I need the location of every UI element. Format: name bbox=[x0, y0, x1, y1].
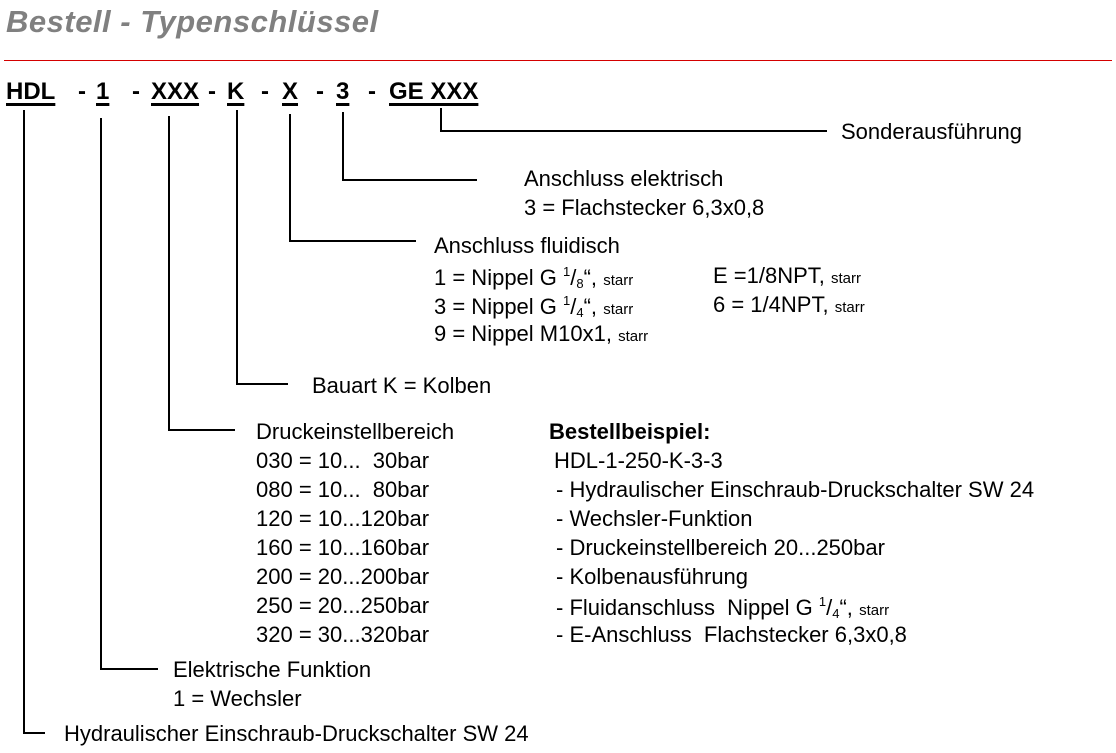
code-seg-type: K bbox=[227, 78, 245, 105]
label-anschluss-fluidisch: Anschluss fluidisch bbox=[434, 233, 620, 258]
option-pressure: 030 = 10... 30bar bbox=[256, 448, 430, 473]
code-seg-fluid: X bbox=[282, 78, 299, 105]
example-code: HDL-1-250-K-3-3 bbox=[554, 448, 723, 473]
connector-type-h bbox=[236, 383, 288, 385]
option-pressure: 320 = 30...320bar bbox=[256, 622, 430, 647]
label-sonderausfuehrung: Sonderausführung bbox=[841, 119, 1023, 144]
connector-pressure bbox=[168, 116, 170, 431]
option-fluid-e: E =1/8NPT, starr bbox=[713, 263, 862, 288]
option-fluid-3: 3 = Nippel G 1/4“, starr bbox=[434, 293, 634, 320]
option-pressure: 200 = 20...200bar bbox=[256, 564, 430, 589]
example-line: - E-Anschluss Flachstecker 6,3x0,8 bbox=[556, 622, 907, 647]
connector-function bbox=[100, 118, 102, 670]
connector-function-h bbox=[100, 668, 158, 670]
label-anschluss-elektrisch: Anschluss elektrisch bbox=[524, 166, 724, 191]
page-title: Bestell - Typenschlüssel bbox=[6, 4, 379, 39]
label-elektrische-funktion: Elektrische Funktion bbox=[173, 657, 372, 682]
example-line: - Hydraulischer Einschraub-Druckschalter… bbox=[556, 477, 1035, 502]
connector-hdl-h bbox=[23, 732, 45, 734]
option-fluid-9: 9 = Nippel M10x1, starr bbox=[434, 321, 649, 346]
option-elektrisch: 3 = Flachstecker 6,3x0,8 bbox=[524, 195, 765, 220]
code-seg-function: 1 bbox=[96, 78, 110, 105]
label-bauart: Bauart K = Kolben bbox=[312, 373, 492, 398]
connector-special bbox=[440, 108, 442, 132]
option-pressure: 080 = 10... 80bar bbox=[256, 477, 430, 502]
option-funktion: 1 = Wechsler bbox=[173, 686, 302, 711]
example-heading: Bestellbeispiel: bbox=[549, 419, 711, 444]
connector-type bbox=[236, 110, 238, 385]
example-line: - Wechsler-Funktion bbox=[556, 506, 753, 531]
code-sep: - bbox=[316, 78, 324, 105]
example-line: - Druckeinstellbereich 20...250bar bbox=[556, 535, 885, 560]
option-fluid-6: 6 = 1/4NPT, starr bbox=[713, 292, 865, 317]
connector-special-h bbox=[440, 130, 827, 132]
code-seg-hdl: HDL bbox=[6, 78, 56, 105]
code-sep: - bbox=[368, 78, 376, 105]
title-rule bbox=[4, 60, 1112, 61]
label-typ: Hydraulischer Einschraub-Druckschalter S… bbox=[64, 721, 529, 746]
connector-electric bbox=[342, 112, 344, 181]
example-line: - Fluidanschluss Nippel G 1/4“, starr bbox=[556, 594, 890, 621]
code-seg-special: GE XXX bbox=[389, 78, 479, 105]
option-fluid-1: 1 = Nippel G 1/8“, starr bbox=[434, 264, 634, 291]
connector-pressure-h bbox=[168, 429, 235, 431]
connector-fluid-h bbox=[289, 240, 416, 242]
code-seg-pressure: XXX bbox=[151, 78, 200, 105]
code-sep: - bbox=[261, 78, 269, 105]
code-sep: - bbox=[78, 78, 86, 105]
code-seg-electric: 3 bbox=[336, 78, 350, 105]
option-pressure: 120 = 10...120bar bbox=[256, 506, 430, 531]
code-sep: - bbox=[208, 78, 216, 105]
connector-electric-h bbox=[342, 179, 477, 181]
option-pressure: 160 = 10...160bar bbox=[256, 535, 430, 560]
code-sep: - bbox=[132, 78, 140, 105]
example-line: - Kolbenausführung bbox=[556, 564, 749, 589]
option-pressure: 250 = 20...250bar bbox=[256, 593, 430, 618]
connector-hdl bbox=[23, 110, 25, 734]
connector-fluid bbox=[289, 114, 291, 242]
label-druckeinstellbereich: Druckeinstellbereich bbox=[256, 419, 455, 444]
